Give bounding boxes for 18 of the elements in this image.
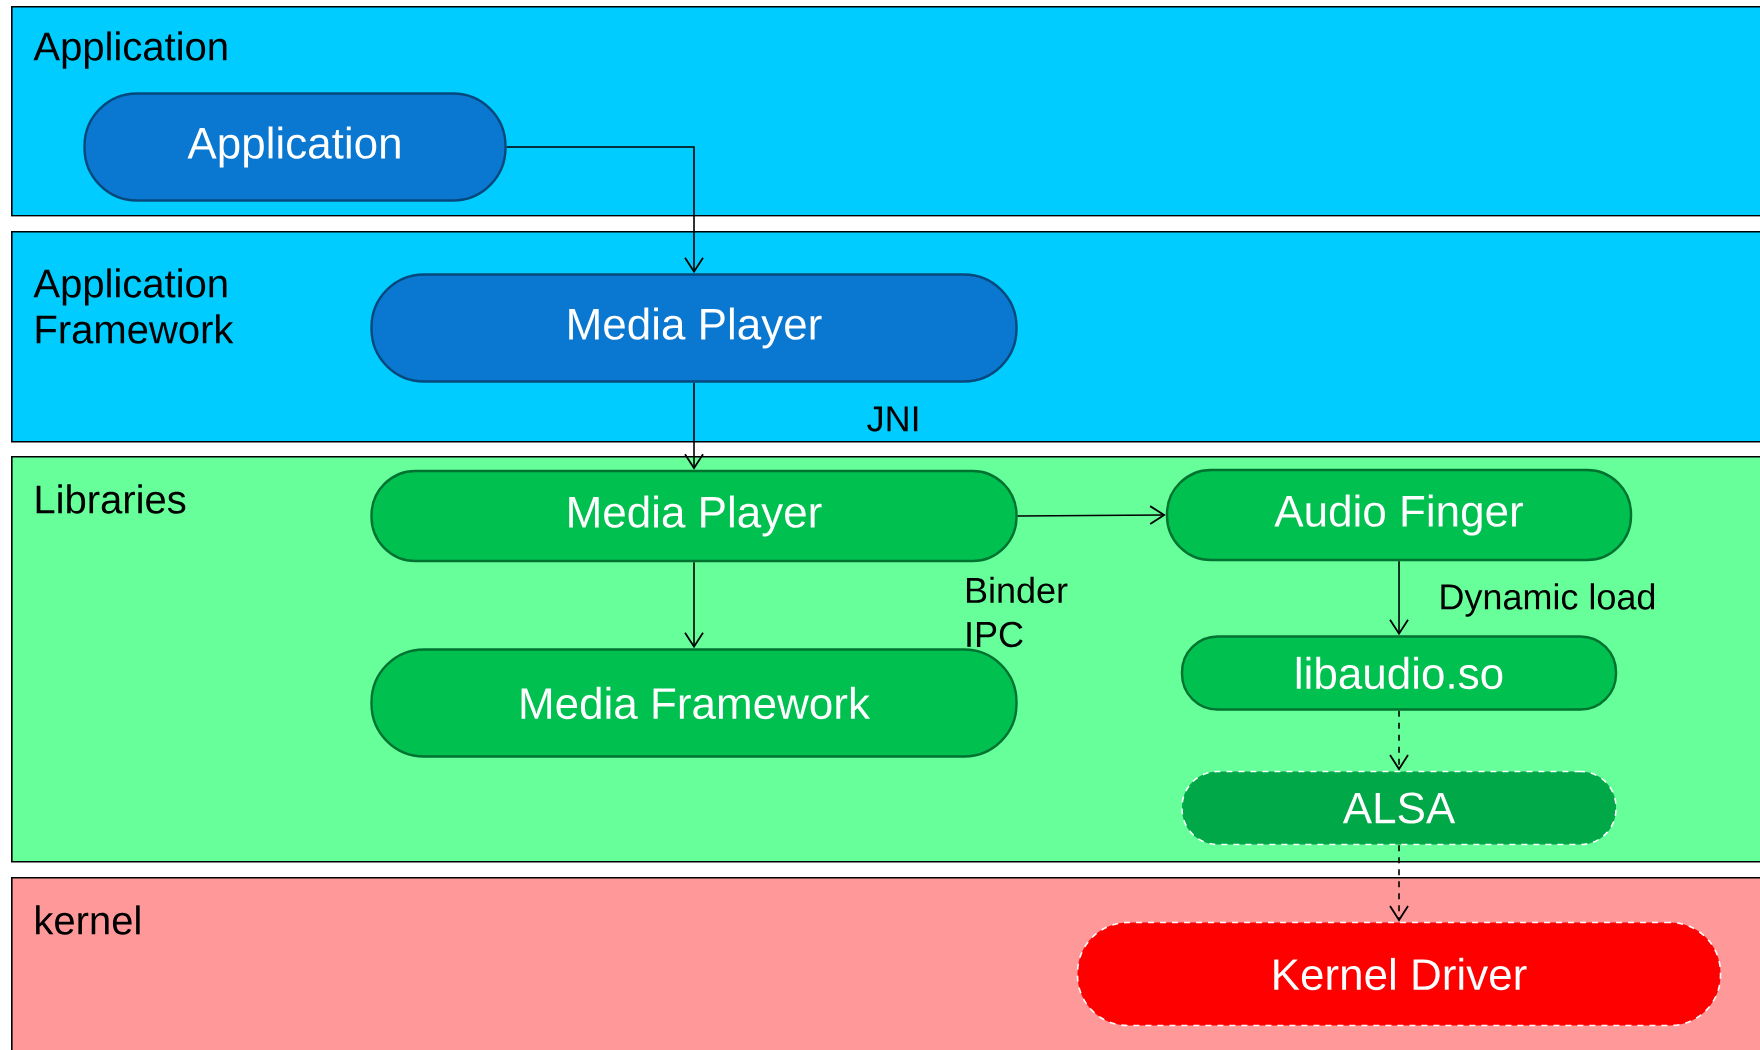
- rounded-box: Media Framework: [370, 648, 1018, 758]
- arrow: [505, 146, 704, 274]
- rounded-box: libaudio.so: [1180, 635, 1618, 711]
- rounded-box: Audio Finger: [1165, 468, 1633, 562]
- arrow: [1389, 844, 1409, 922]
- rounded-box: Kernel Driver: [1076, 921, 1722, 1027]
- rounded-box: ALSA: [1181, 770, 1617, 846]
- arrow: [684, 561, 704, 649]
- arrow: [1389, 709, 1409, 771]
- arrow: [1389, 560, 1409, 636]
- arrow: [684, 381, 704, 470]
- rounded-box: Application: [83, 92, 507, 202]
- rounded-box: Media Player: [370, 469, 1018, 563]
- arrow: [1016, 505, 1166, 525]
- edge-label: Dynamic load: [1441, 583, 1655, 617]
- rounded-box: Media Player: [370, 273, 1018, 383]
- edge-label: JNI: [867, 406, 918, 432]
- edge-label: Binder IPC: [966, 576, 1068, 648]
